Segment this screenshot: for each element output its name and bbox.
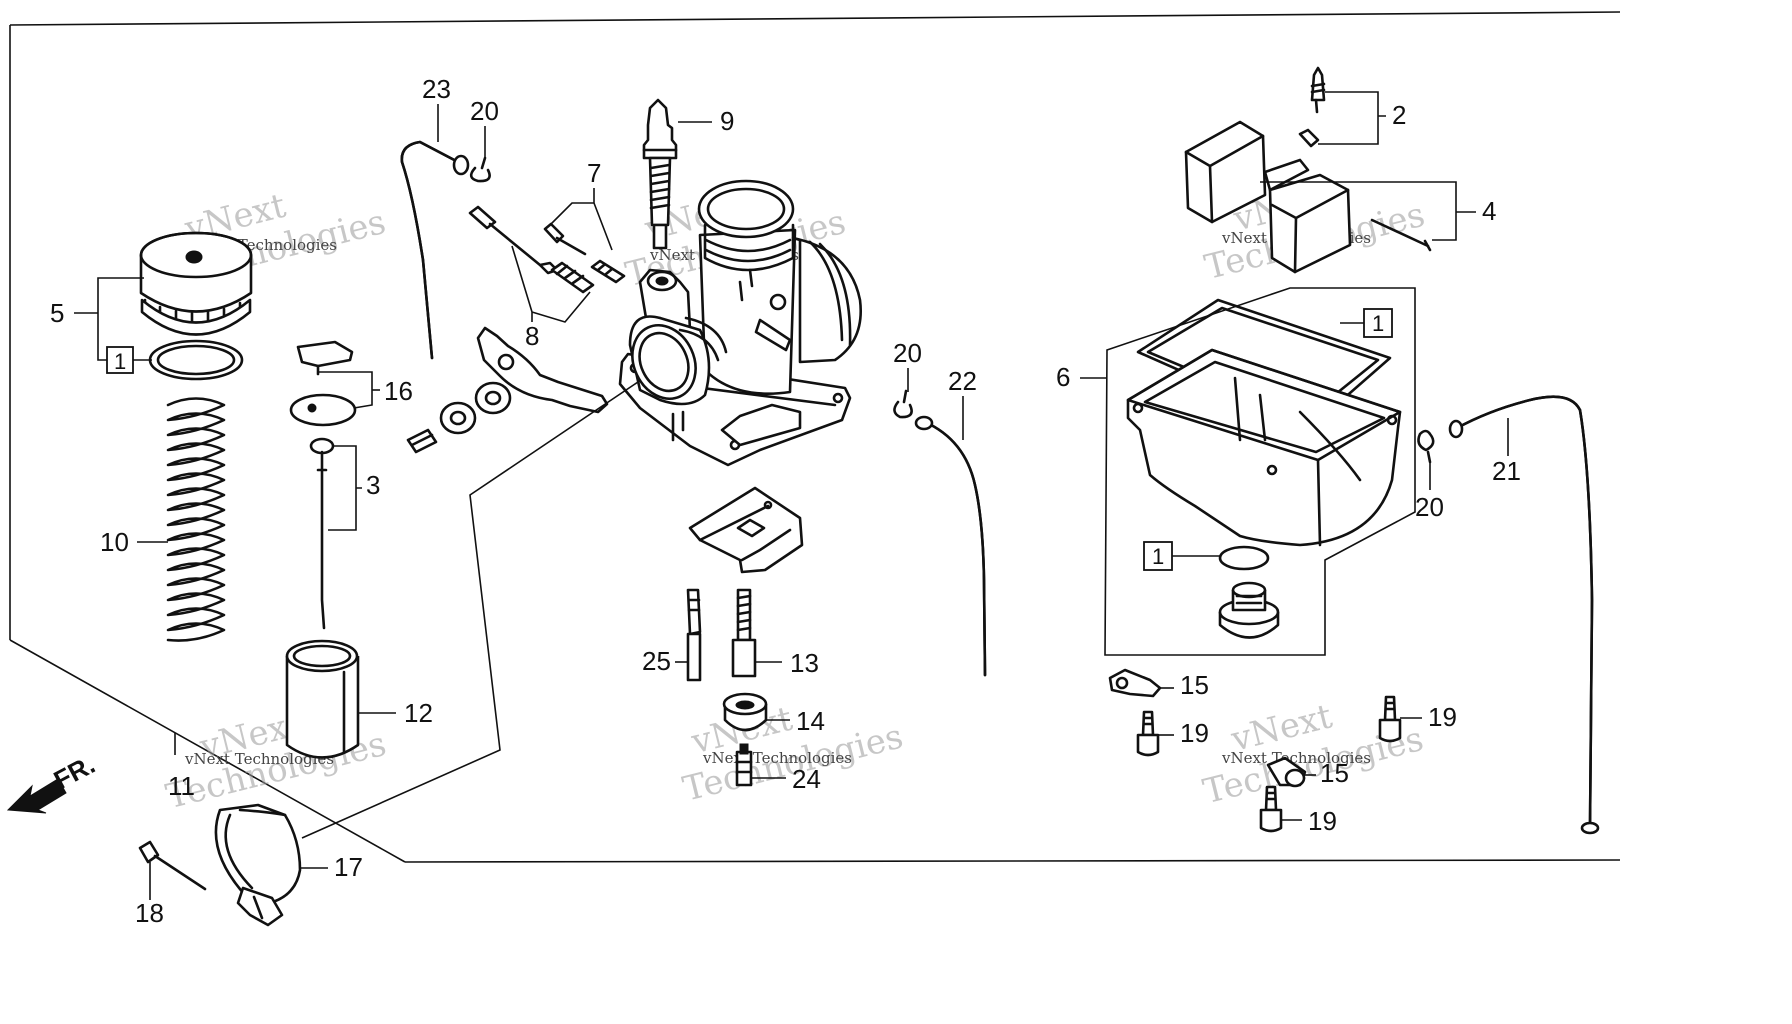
callout-6: 6 [1056,362,1070,392]
callout-3: 3 [366,470,380,500]
part-tube-clip-2 [893,389,913,419]
part-float [1184,120,1432,274]
part-pilot-jet [686,588,702,682]
callout-23: 23 [422,74,451,104]
callout-4: 4 [1482,196,1496,226]
callout-20-c: 20 [1415,492,1444,522]
callout-1-c: 1 [1152,544,1164,569]
callout-8: 8 [525,321,539,351]
part-fuel-tube [1448,395,1600,835]
part-spring [166,397,226,642]
watermark-5: vNext Technologies [679,699,907,810]
callout-1-a: 1 [114,349,126,374]
carb-leader-lines [301,381,639,839]
front-direction-indicator: FR. [6,749,100,814]
part-top-cap [139,231,253,336]
callout-20-b: 20 [893,338,922,368]
callout-19-c: 19 [1308,806,1337,836]
part-float-valve [1298,66,1326,148]
callout-14: 14 [796,706,825,736]
part-overflow-tube [914,415,987,677]
part-screw-b [1378,695,1402,743]
callout-20-a: 20 [470,96,499,126]
part-starter-plunger [642,98,678,250]
part-clamp-band [214,803,302,927]
part-drain-o-ring [1218,545,1270,571]
callout-19-a: 19 [1180,718,1209,748]
watermark-small-4: vNext Technologies [184,750,334,768]
callout-7: 7 [587,158,601,188]
callout-1-b: 1 [1372,311,1384,336]
watermark-small-6: vNext Technologies [1221,749,1371,767]
part-tube-holder-2 [1266,756,1307,788]
callout-22: 22 [948,366,977,396]
callout-16: 16 [384,376,413,406]
part-screw-a [1136,710,1160,757]
callout-17: 17 [334,852,363,882]
callout-10: 10 [100,527,129,557]
part-throttle-valve [285,639,360,759]
part-float-chamber [1126,348,1402,547]
float-chamber-group-box [1104,287,1416,656]
callout-24: 24 [792,764,821,794]
callout-18: 18 [135,898,164,928]
part-needle-holder [289,340,357,427]
part-carburetor-body [618,179,862,467]
callout-25: 25 [642,646,671,676]
part-tube-clip-1 [469,156,491,183]
part-main-jet [735,743,753,787]
part-screw-c [1259,785,1283,833]
callout-15-b: 15 [1320,758,1349,788]
part-jet-needle [309,437,335,630]
callout-13: 13 [790,648,819,678]
callout-2: 2 [1392,100,1406,130]
part-jet-holder [722,692,768,732]
callout-12: 12 [404,698,433,728]
part-needle-jet [731,588,757,678]
callout-19-b: 19 [1428,702,1457,732]
part-throttle-lever [406,326,609,454]
callout-1-box-a [106,346,134,374]
callout-9: 9 [720,106,734,136]
part-clamp-bolt [138,840,207,891]
part-tube-clip-3 [1417,429,1435,464]
part-tube-holder [1108,668,1162,698]
callout-5: 5 [50,298,64,328]
callouts: 23 20 9 7 8 5 1 16 3 10 12 [50,74,1521,928]
callout-11: 11 [168,771,195,801]
part-jet-plate [688,486,804,574]
part-drain-plug [1218,581,1280,639]
diagram-frame [9,11,1621,863]
callout-21: 21 [1492,456,1521,486]
front-arrow-icon [6,778,67,814]
part-pilot-screw-set [468,205,626,294]
part-vent-tube-top [400,140,470,360]
watermark-small-5: vNext Technologies [702,749,852,767]
callout-15-a: 15 [1180,670,1209,700]
